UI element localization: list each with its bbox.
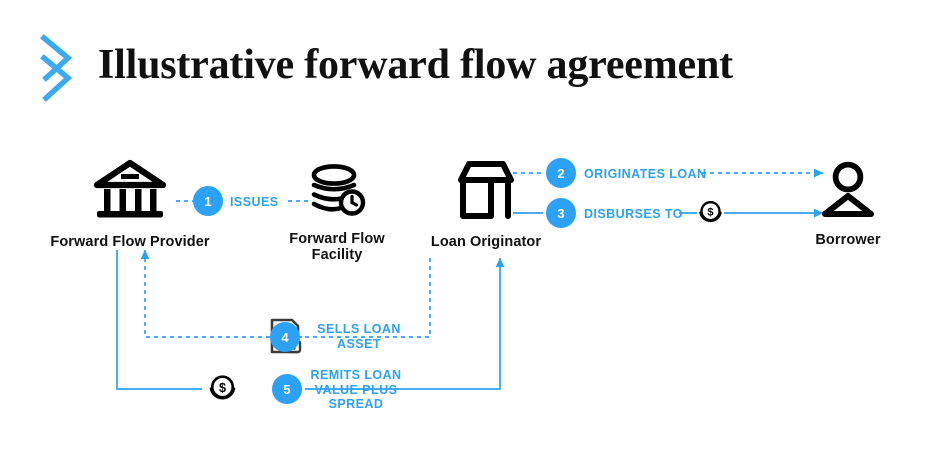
step-badge-1[interactable]: 1	[193, 186, 223, 216]
double-chevron-logo-icon	[38, 34, 90, 102]
node-borrower[interactable]: Borrower	[788, 160, 908, 248]
wire-step4-right	[268, 258, 431, 338]
dollar-coin-icon-step3: $	[696, 198, 725, 232]
step-label-5: REMITS LOAN VALUE PLUS SPREAD	[310, 368, 402, 411]
svg-text:$: $	[219, 381, 226, 395]
step-badge-4[interactable]: 4	[270, 322, 300, 352]
node-label: Loan Originator	[430, 234, 542, 250]
step-label-1: ISSUES	[230, 195, 279, 209]
node-forward-flow-provider[interactable]: Forward Flow Provider	[36, 158, 224, 250]
dollar-coin-icon-step5: $	[206, 372, 239, 410]
page-title: Illustrative forward flow agreement	[98, 42, 733, 88]
node-label: Forward Flow Provider	[50, 234, 210, 250]
svg-text:$: $	[707, 206, 714, 218]
coin-stack-clock-icon	[272, 163, 402, 224]
step-badge-3[interactable]: 3	[546, 198, 576, 228]
step-badge-2[interactable]: 2	[546, 158, 576, 188]
page-header: Illustrative forward flow agreement	[0, 0, 946, 130]
wire-step5-right	[305, 257, 505, 390]
step-label-4: SELLS LOAN ASSET	[317, 322, 401, 351]
node-label: Forward Flow Facility	[289, 231, 385, 264]
storefront-icon	[412, 158, 560, 227]
node-loan-originator[interactable]: Loan Originator	[412, 158, 560, 250]
node-label: Borrower	[815, 232, 881, 248]
step-label-3: DISBURSES TO	[584, 207, 683, 221]
step-badge-5[interactable]: 5	[272, 374, 302, 404]
wire-step5-left	[116, 250, 202, 390]
node-forward-flow-facility[interactable]: Forward Flow Facility	[272, 163, 402, 263]
step-label-2: ORIGINATES LOAN	[584, 167, 707, 181]
bank-icon	[36, 158, 224, 227]
person-icon	[788, 160, 908, 225]
